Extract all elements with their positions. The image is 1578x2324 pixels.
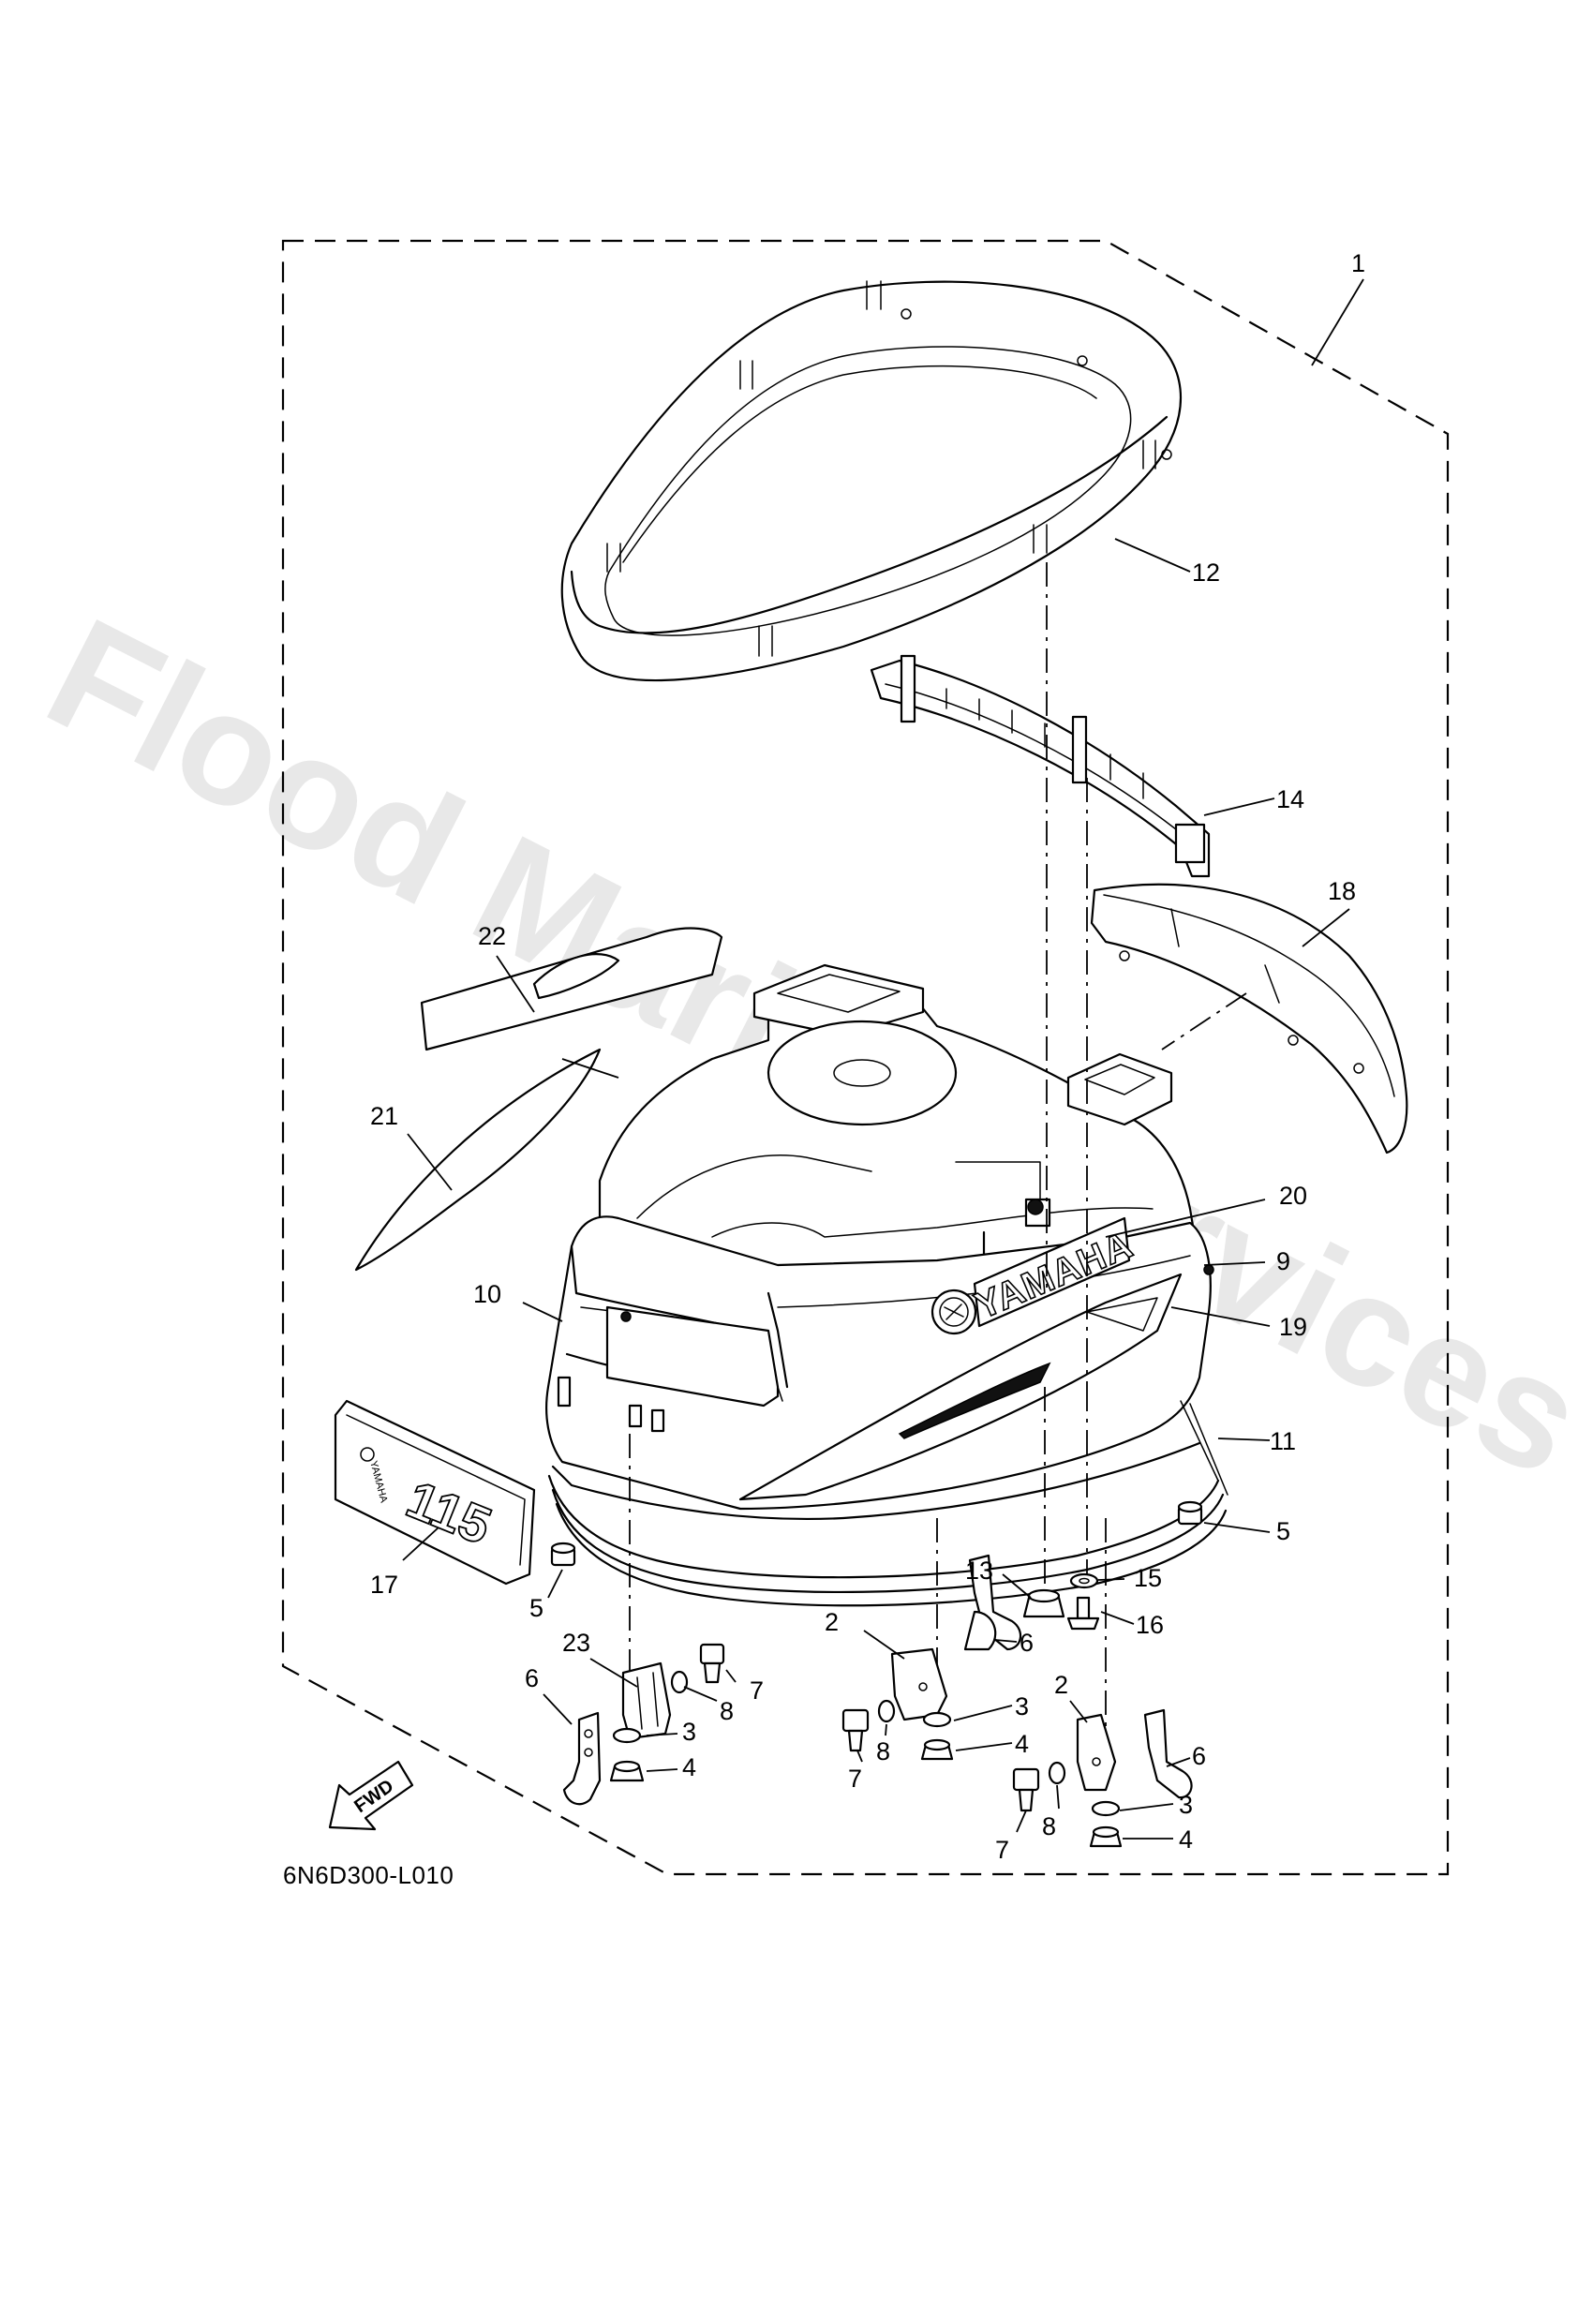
callout-6-left: 6 [525,1664,539,1692]
callout-11: 11 [1270,1427,1296,1455]
callout-3-right: 3 [1179,1791,1193,1819]
top-cowling: YAMAHA [545,963,1214,1521]
top-cover-pad [560,280,1183,682]
callout-4-left: 4 [682,1753,696,1781]
callout-17: 17 [370,1571,398,1599]
nut [920,1738,954,1761]
nut [1022,1588,1065,1618]
nut [1089,1825,1123,1848]
collar-bolt [1066,1596,1100,1631]
center-line [1161,992,1247,1050]
callout-8-mid: 8 [876,1737,890,1765]
assembly-boundary [281,239,1450,1876]
callout-12: 12 [1192,559,1220,587]
callout-labels: 1 12 14 18 22 21 20 9 10 19 11 5 17 5 13… [370,249,1365,1864]
washer [612,1727,642,1744]
hook-bracket-right [1143,1708,1193,1799]
bolt [841,1708,870,1752]
grommet [550,1542,576,1567]
callout-15: 15 [1134,1564,1162,1592]
hook-plate-23 [621,1661,672,1740]
callout-20: 20 [1279,1182,1307,1210]
callout-7-right: 7 [995,1836,1009,1864]
diagram-code: 6N6D300-L010 [283,1861,454,1889]
callout-7-left: 7 [750,1676,764,1705]
bolt [1012,1767,1040,1812]
cowling-seal [547,1400,1228,1607]
callout-2-mid: 2 [825,1608,839,1636]
hook-bracket-mid [963,1554,1022,1651]
callout-1: 1 [1351,249,1365,277]
nut [609,1760,645,1782]
fwd-arrow-icon: FWD [328,1760,414,1831]
washer [922,1711,952,1728]
callout-5-right: 5 [1276,1517,1290,1545]
callout-4-right: 4 [1179,1825,1193,1854]
front-panel: 115 YAMAHA [334,1399,536,1586]
callout-5-left: 5 [529,1594,543,1622]
spring-washer [877,1699,896,1723]
callout-19: 19 [1279,1313,1307,1341]
hook-bracket-left [562,1711,602,1806]
callout-6-mid: 6 [1020,1629,1034,1657]
side-decal [420,927,723,1051]
callout-23: 23 [562,1629,590,1657]
callout-21: 21 [370,1102,398,1130]
callout-9: 9 [1276,1247,1290,1275]
callout-8-right: 8 [1042,1812,1056,1840]
callout-4-mid: 4 [1015,1730,1029,1758]
washer [1069,1572,1099,1589]
callout-22: 22 [478,922,506,950]
callout-3-mid: 3 [1015,1692,1029,1721]
callout-2-right: 2 [1054,1671,1068,1699]
spring-washer [1048,1761,1066,1785]
grommet [1177,1500,1203,1526]
callout-6-right: 6 [1192,1742,1206,1770]
washer [1091,1800,1121,1817]
callout-16: 16 [1136,1611,1164,1639]
callout-14: 14 [1276,785,1304,813]
support-bracket [870,654,1211,878]
callout-7-mid: 7 [848,1765,862,1793]
callout-3-left: 3 [682,1718,696,1746]
side-stripe [354,1048,602,1272]
callout-18: 18 [1328,877,1356,905]
hook-plate-2 [890,1647,948,1721]
callout-8-left: 8 [720,1697,734,1725]
callout-10: 10 [473,1280,501,1308]
leader-lines [402,278,1364,1840]
bolt [699,1643,725,1684]
hook-plate-2 [1076,1713,1117,1792]
spring-washer [670,1670,689,1694]
callout-13: 13 [965,1557,993,1585]
